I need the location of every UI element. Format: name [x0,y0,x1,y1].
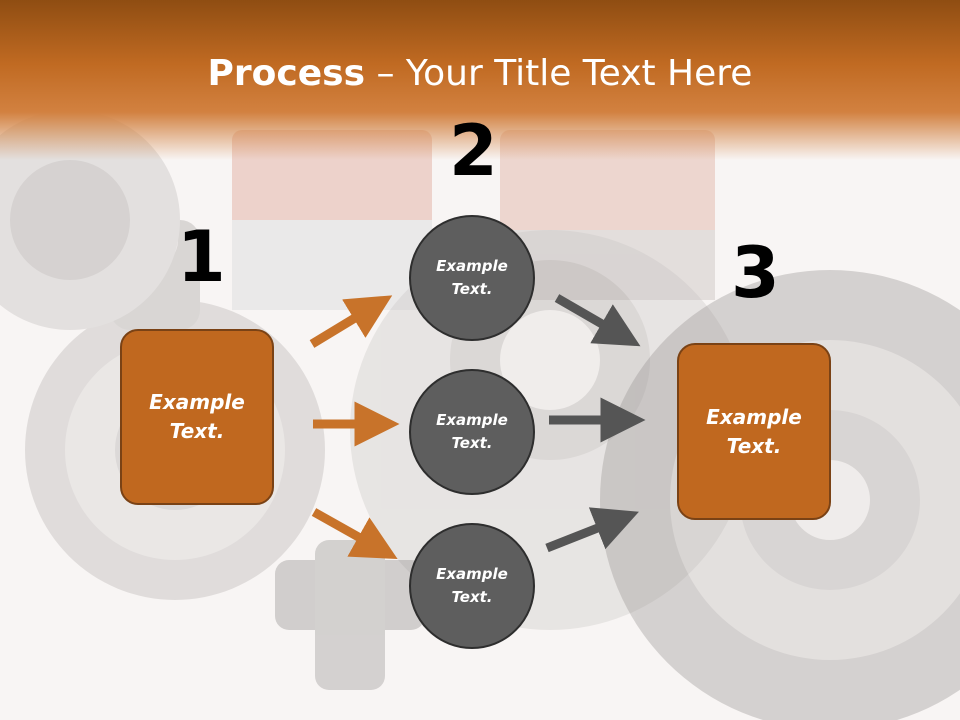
circle-text-line1: Example [436,565,508,583]
title-bold-part: Process [207,53,366,94]
slide-title: Process – Your Title Text Here [0,52,960,96]
arrow-circle1-to-box3 [554,294,641,347]
arrow-box1-to-circle3 [311,508,398,560]
box-text-line1: Example [149,390,245,414]
step-2-circle-2[interactable]: Example Text. [409,369,535,495]
step-number-2: 2 [449,110,498,192]
circle-text-line1: Example [436,411,508,429]
circle-text-line2: Text. [451,434,493,452]
step-number-1: 1 [177,216,226,298]
circle-text-line2: Text. [451,588,493,606]
header-band [0,0,960,160]
arrow-box1-to-circle1 [309,295,393,348]
box-text-line1: Example [706,404,802,429]
step-1-box[interactable]: Example Text. [120,329,274,505]
circle-text-line1: Example [436,257,508,275]
step-2-circle-1[interactable]: Example Text. [409,215,535,341]
circle-text-line2: Text. [451,280,493,298]
step-3-box[interactable]: Example Text. [677,343,831,520]
title-rest-part: – Your Title Text Here [365,53,753,94]
step-number-3: 3 [731,232,780,314]
box-text-line2: Text. [169,419,225,443]
step-2-circle-3[interactable]: Example Text. [409,523,535,649]
box-text-line2: Text. [726,433,782,458]
arrow-circle3-to-box3 [545,507,639,553]
